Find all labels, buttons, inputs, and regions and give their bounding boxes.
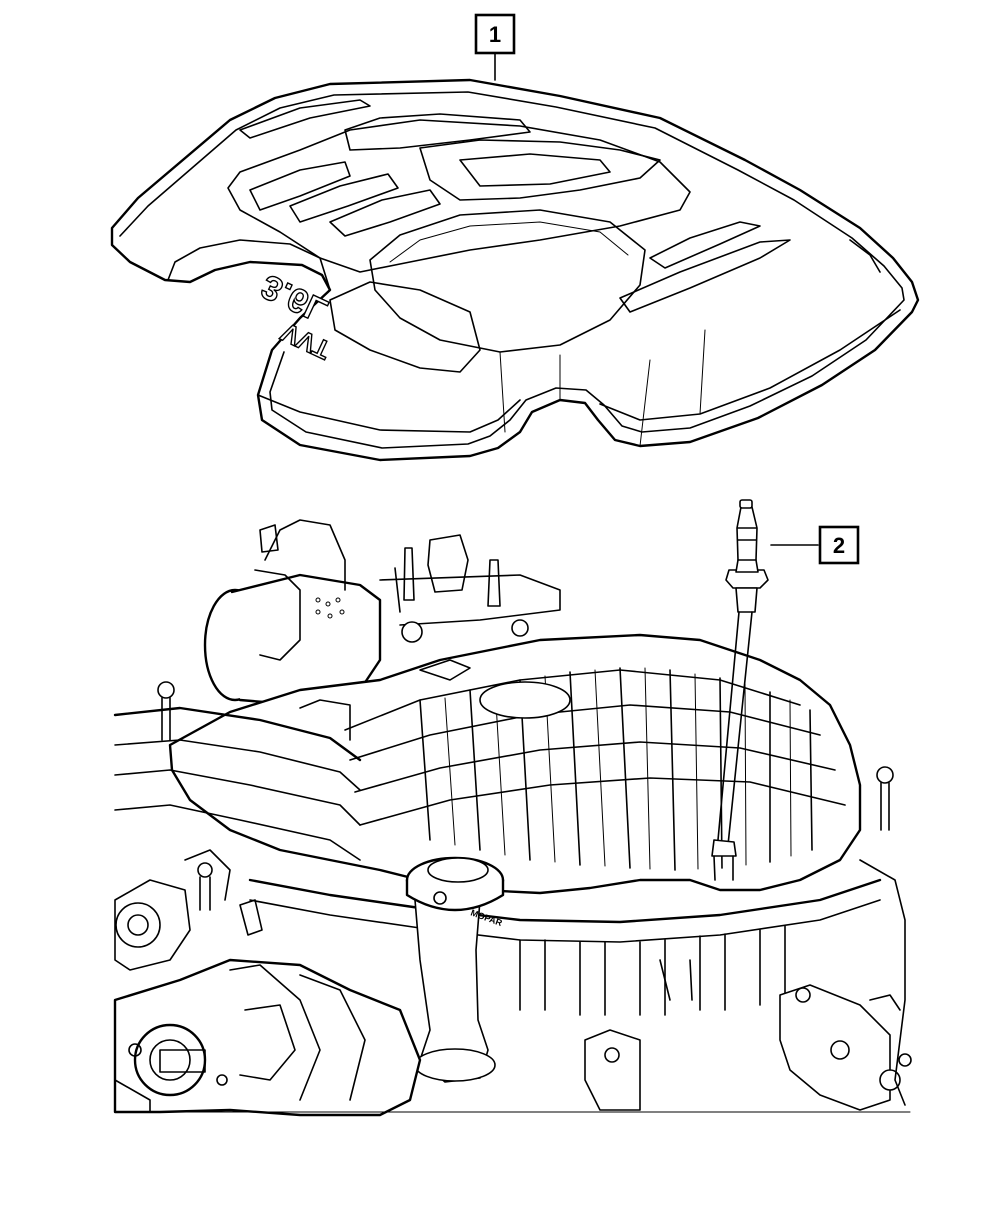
callout-2-box (818, 525, 860, 565)
oil-filler-cap: MOPAR (405, 856, 505, 1083)
manifold-studs (157, 681, 894, 911)
manifold-ribs (344, 667, 846, 871)
engine-assembly: MOPAR (113, 519, 912, 1117)
oil-dipstick[interactable] (711, 499, 769, 881)
callout-2[interactable]: 2 (770, 525, 860, 565)
front-accessories (113, 849, 422, 1117)
intake-runners (519, 925, 786, 1016)
callout-1-label: 1 (489, 22, 501, 47)
callout-2-label: 2 (833, 533, 845, 558)
engine-cover[interactable]: 3.6L VVT (110, 78, 920, 462)
callout-1[interactable]: 1 (474, 13, 516, 81)
throttle-body (203, 519, 382, 707)
